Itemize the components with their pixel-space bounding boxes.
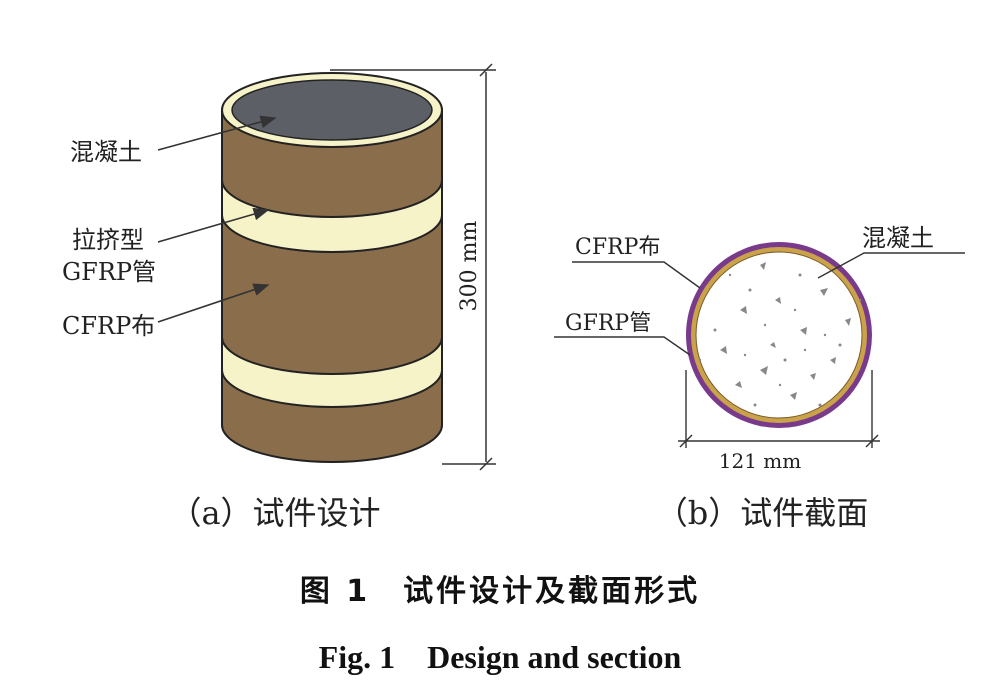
- height-dimension-line: [330, 63, 496, 471]
- figure-diagram: 混凝土 拉挤型 GFRP管 CFRP布 300 mm （a）试件设计: [62, 63, 965, 532]
- caption-panel-a: （a）试件设计: [169, 494, 380, 532]
- concrete-section: [695, 251, 863, 419]
- label-concrete-b: 混凝土: [862, 224, 934, 252]
- cylinder-specimen: [221, 72, 443, 463]
- concrete-core-top: [231, 79, 433, 141]
- cross-section: [686, 242, 872, 428]
- label-cfrp-b: CFRP布: [575, 235, 660, 260]
- label-gfrp-b: GFRP管: [565, 311, 651, 336]
- pointers-a: [157, 115, 277, 323]
- pointers-b: [554, 252, 965, 356]
- caption-panel-b: （b）试件截面: [656, 494, 869, 532]
- diameter-dimension-label: 121 mm: [719, 449, 801, 473]
- figure-caption-english: Fig. 1 Design and section: [318, 639, 682, 675]
- label-cfrp-a: CFRP布: [62, 312, 155, 340]
- height-dimension-label: 300 mm: [457, 221, 482, 312]
- label-concrete-a: 混凝土: [70, 138, 142, 166]
- figure-caption-chinese: 图 1 试件设计及截面形式: [299, 574, 701, 609]
- cfrp-wrap-body: [221, 109, 443, 463]
- aggregate-specks: [698, 262, 862, 407]
- label-gfrp-line2-a: GFRP管: [62, 258, 156, 286]
- label-gfrp-line1-a: 拉挤型: [72, 226, 144, 254]
- diameter-dimension-line: [678, 370, 880, 448]
